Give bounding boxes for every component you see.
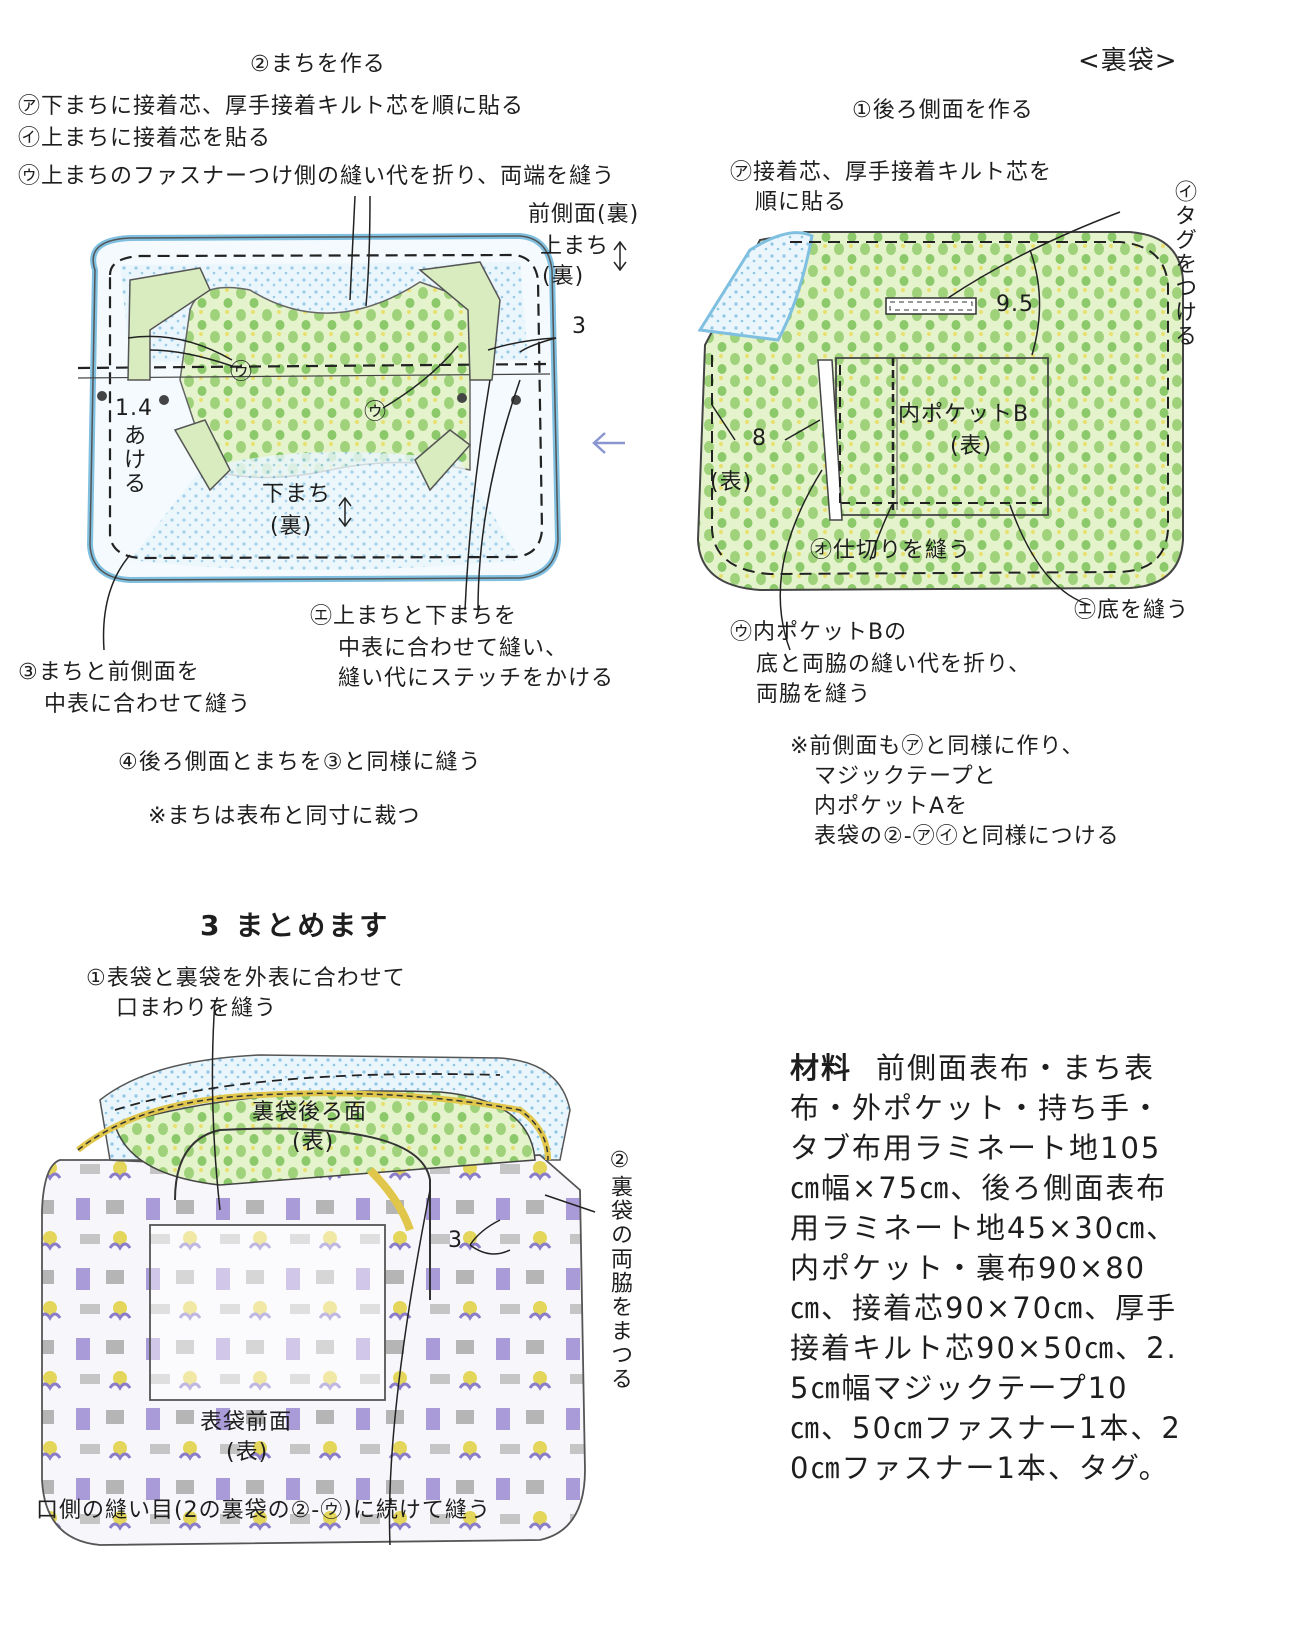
mark-dot: [97, 391, 107, 401]
gusset-line-i: ㋑上まちに接着芯を貼る: [18, 126, 272, 151]
label-u-mark: ㋒: [364, 400, 388, 425]
stitch-line-mid: [77, 362, 551, 370]
label-three: 3: [572, 314, 587, 339]
gusset-diagram: [77, 195, 627, 651]
mark-dot: [457, 393, 467, 403]
note-3-line: 中表に合わせて縫う: [44, 692, 252, 717]
note-a-line: 順に貼る: [755, 190, 848, 215]
bottom-note: 口側の縫い目(2の裏袋の②-㋒)に続けて縫う: [36, 1498, 491, 1523]
label-lower-gusset: 下まち: [262, 482, 332, 507]
section-title: 3 まとめます: [200, 909, 391, 942]
note-cut: ※まちは表布と同寸に裁つ: [148, 804, 421, 829]
label-pocket-b: 内ポケットB: [898, 402, 1030, 427]
stitch-line-outer: [108, 253, 544, 560]
label-face: (表): [710, 470, 753, 495]
label-three: 3: [448, 1228, 463, 1253]
gusset-line-u: ㋒上まちのファスナーつけ側の縫い代を折り、両端を縫う: [18, 164, 616, 189]
label-outer-front-face: (表): [226, 1440, 269, 1465]
label-pocket-b-face: (表): [950, 434, 993, 459]
label-open: け: [124, 448, 148, 473]
label-front-side: 前側面(裏): [528, 202, 640, 227]
note-e-line: 縫い代にステッチをかける: [338, 666, 615, 691]
materials-heading: 材料: [790, 1051, 853, 1085]
label-lining-back: 裏袋後ろ面: [252, 1100, 368, 1125]
note-4: ④後ろ側面とまちを③と同様に縫う: [118, 750, 482, 775]
note-u-line: 底と両脇の縫い代を折り、: [756, 652, 1032, 677]
dim-9-5: 9.5: [996, 292, 1034, 317]
label-upper-gusset-face: (裏): [542, 264, 585, 289]
lining-header: <裏袋>: [1078, 46, 1178, 76]
outer-pocket: [149, 1224, 386, 1401]
left-arrow-icon: [592, 432, 625, 454]
front-side-outline: [89, 235, 559, 581]
note-i: ㋑タグをつける: [1171, 180, 1196, 348]
gusset-step-title: ②まちを作る: [250, 52, 386, 77]
pocket-edge: [817, 359, 843, 521]
finished-bag-diagram: [41, 999, 596, 1546]
note-u-line: 両脇を縫う: [756, 682, 872, 707]
stitch-line: [711, 241, 1169, 576]
lower-gusset: [130, 452, 520, 570]
mark-dot: [159, 395, 169, 405]
label-open-dim: 1.4: [115, 396, 153, 421]
lining-step-title: ①後ろ側面を作る: [852, 98, 1034, 123]
note-a-line: ㋐接着芯、厚手接着キルト芯を: [730, 160, 1053, 185]
label-open: る: [124, 472, 148, 497]
note-star-line: ※前側面も㋐と同様に作り、: [790, 734, 1085, 759]
label-u-mark: ㋒: [230, 360, 254, 385]
inner-pocket-b: [835, 357, 1049, 516]
materials-text: 前側面表布・まち表布・外ポケット・持ち手・タブ布用ラミネート地105㎝幅×75㎝…: [790, 1051, 1182, 1485]
note-star-line: 内ポケットAを: [814, 794, 969, 819]
note-star-line: 表袋の②-㋐㋑と同様につける: [814, 824, 1120, 849]
gusset-line-a: ㋐下まちに接着芯、厚手接着キルト芯を順に貼る: [18, 94, 525, 119]
leader-lines: [102, 195, 627, 651]
label-outer-front: 表袋前面: [200, 1410, 293, 1435]
materials-block: 材料前側面表布・まち表布・外ポケット・持ち手・タブ布用ラミネート地105㎝幅×7…: [790, 1048, 1190, 1488]
note-star-line: マジックテープと: [814, 764, 997, 789]
note-3-line: ③まちと前側面を: [18, 660, 200, 685]
note-u-line: ㋒内ポケットBの: [730, 620, 908, 645]
label-lower-gusset-face: (裏): [270, 514, 313, 539]
label-open: あ: [124, 424, 148, 449]
lining-back: [114, 1090, 536, 1186]
note-e-line: 中表に合わせて縫い、: [338, 636, 569, 661]
gusset-bands: [127, 261, 501, 492]
note-e-bottom: ㋓底を縫う: [1074, 598, 1190, 623]
note-e-line: ㋓上まちと下まちを: [310, 604, 518, 629]
note-o: ㋔仕切りを縫う: [810, 538, 972, 563]
label-upper-gusset: 上まち: [540, 234, 610, 259]
note-1-line: ①表袋と裏袋を外表に合わせて: [86, 966, 406, 991]
handle: [174, 1127, 431, 1300]
label-lining-back-face: (表): [292, 1130, 335, 1155]
note-2: ②裏袋の両脇をまつる: [607, 1148, 632, 1391]
tag: [885, 297, 977, 315]
dim-8: 8: [752, 426, 767, 451]
note-1-line: 口まわりを縫う: [116, 996, 278, 1021]
interfacing-corner: [697, 231, 814, 342]
lining-back-diagram: [696, 211, 1184, 651]
